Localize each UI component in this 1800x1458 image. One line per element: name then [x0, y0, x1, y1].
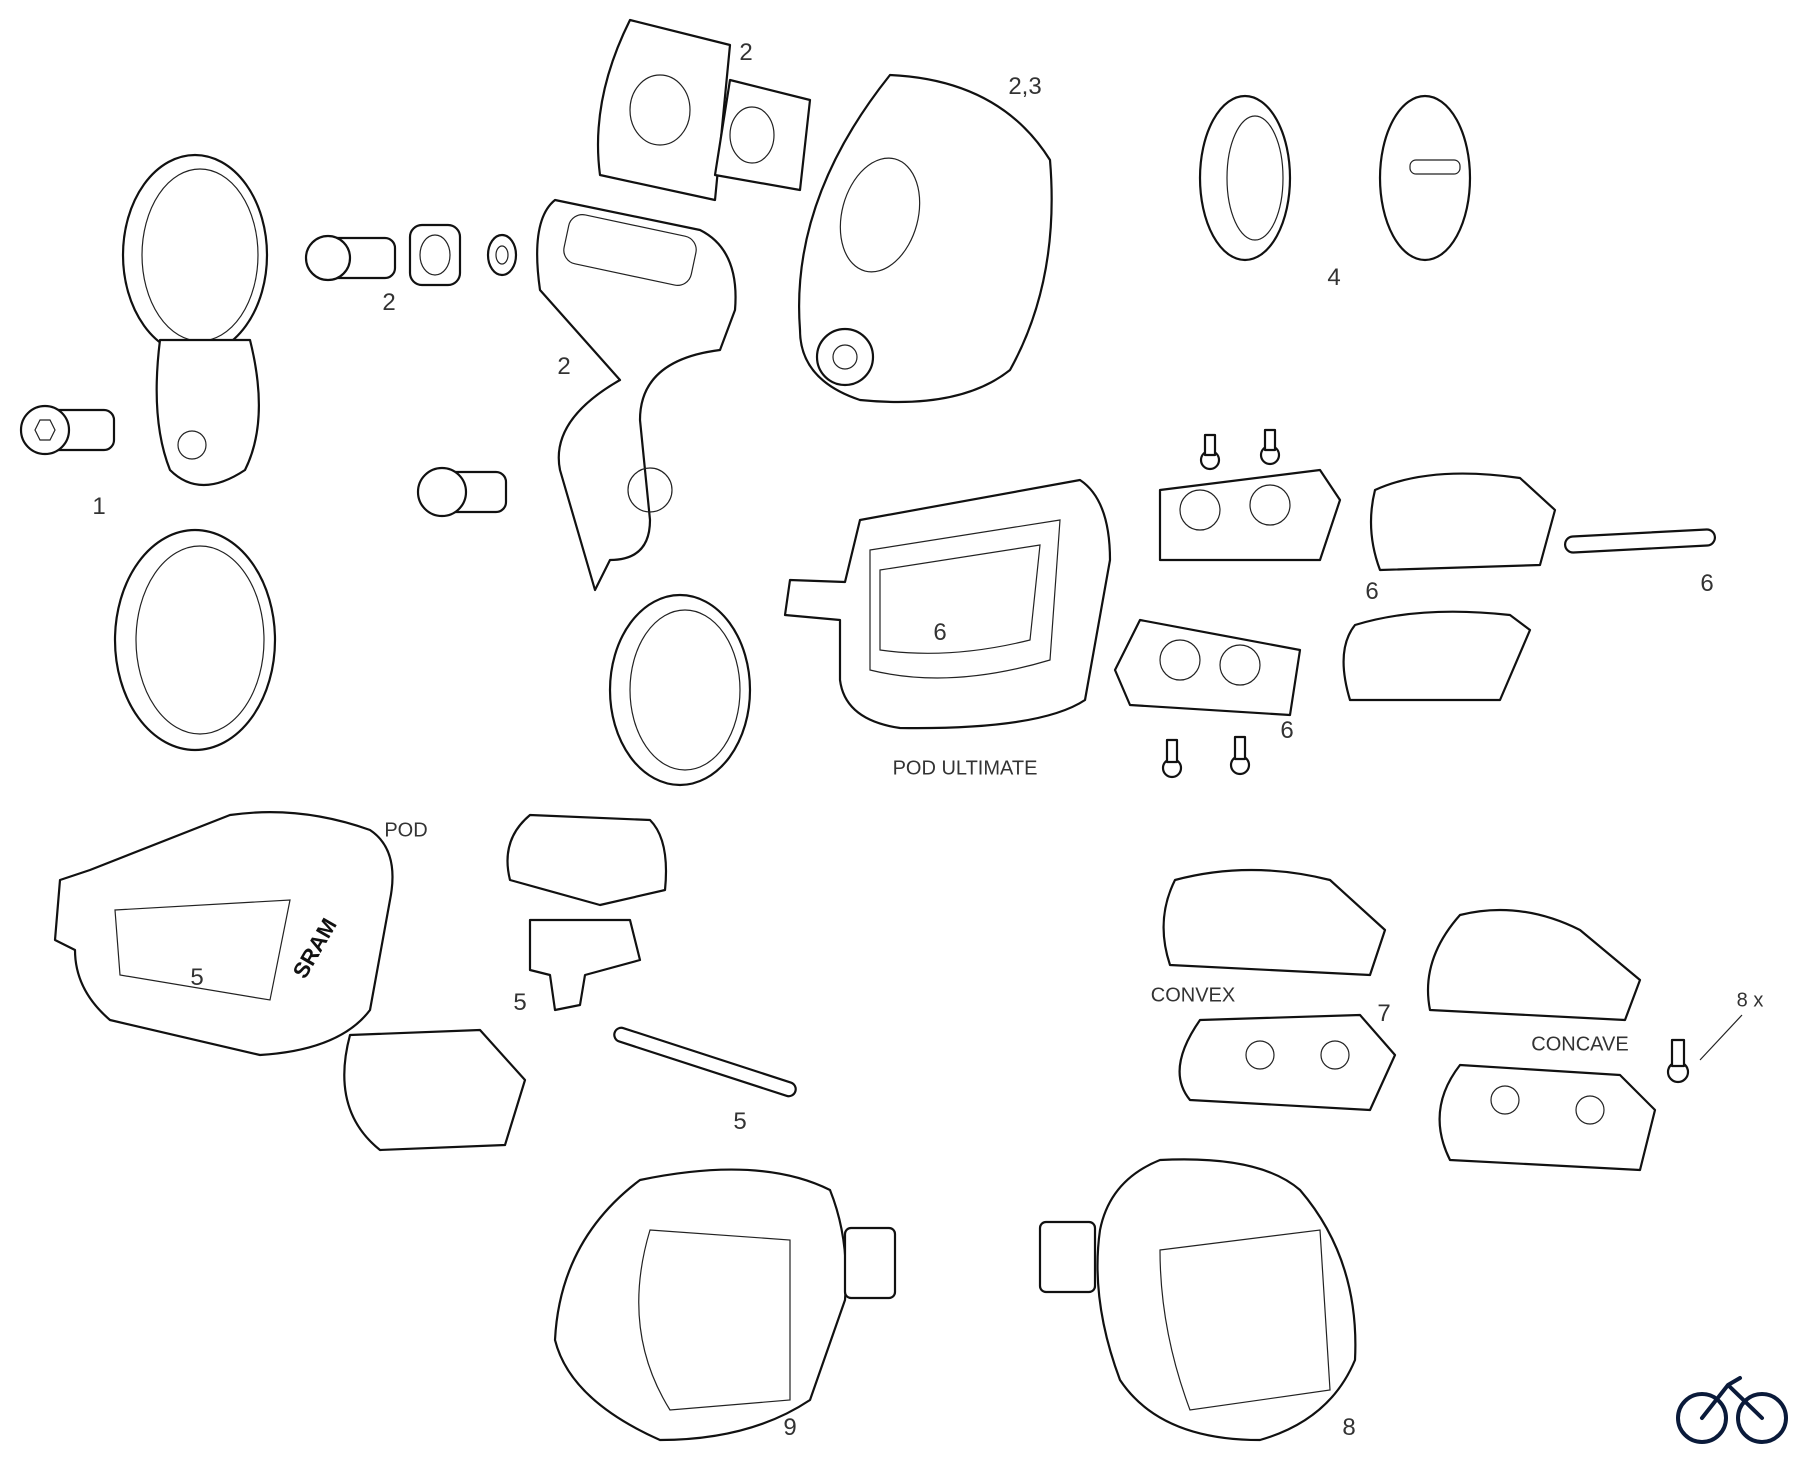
pivot-caps [1198, 94, 1472, 262]
callout-5: 5 [190, 964, 204, 991]
callout-6: 6 [1700, 570, 1714, 597]
concave-paddle [1426, 908, 1642, 1022]
bolt [416, 466, 508, 518]
bolt [304, 234, 397, 282]
pod-label: POD [384, 819, 428, 842]
pin [1563, 528, 1717, 554]
screws [1161, 428, 1281, 779]
base-plate-lower [1113, 618, 1302, 717]
convex-label: CONVEX [1150, 984, 1236, 1007]
callout-7: 7 [1377, 1000, 1391, 1027]
matchmaker-clamp [798, 73, 1053, 404]
callout-4: 4 [1327, 264, 1341, 291]
clamp-cap [596, 18, 732, 202]
paddle-pod-lower [343, 1028, 527, 1152]
callout-2: 2 [382, 289, 396, 316]
single-clamp-arm [536, 198, 752, 787]
callout-8x: 8 x [1736, 989, 1764, 1012]
pod-body: SRAM [53, 811, 394, 1057]
convex-base [1178, 1013, 1397, 1112]
callout-9: 9 [783, 1414, 797, 1441]
paddle-bottom [1342, 610, 1532, 702]
paddle-pod [506, 813, 668, 907]
convex-paddle [1162, 868, 1387, 977]
hinge-pod [528, 918, 642, 1012]
callout-5: 5 [733, 1108, 747, 1135]
callout-6: 6 [1365, 578, 1379, 605]
concave-base [1438, 1063, 1657, 1172]
paddle-top [1369, 472, 1557, 572]
callout-2: 2 [557, 353, 571, 380]
base-plate-upper [1158, 468, 1342, 562]
bolt [19, 404, 116, 456]
dual-clamp-mount [113, 153, 277, 752]
spacer [408, 223, 462, 287]
bicycle-icon [1676, 1376, 1788, 1444]
insert [713, 78, 812, 192]
callout-5: 5 [513, 989, 527, 1016]
pod-ultimate-label: POD ULTIMATE [892, 757, 1038, 780]
thumb-paddle-8 [1038, 1158, 1357, 1442]
callout-8: 8 [1342, 1414, 1356, 1441]
concave-label: CONCAVE [1531, 1033, 1629, 1056]
callout-6: 6 [933, 619, 947, 646]
thumb-paddle-9 [553, 1168, 897, 1442]
callout-2-3: 2,3 [1008, 73, 1042, 100]
pin [613, 1026, 797, 1098]
callout-6: 6 [1280, 717, 1294, 744]
pod-ultimate-body [783, 478, 1112, 730]
callout-2: 2 [739, 39, 753, 66]
washer [486, 233, 518, 277]
screw [1666, 1014, 1743, 1084]
callout-1: 1 [92, 493, 106, 520]
